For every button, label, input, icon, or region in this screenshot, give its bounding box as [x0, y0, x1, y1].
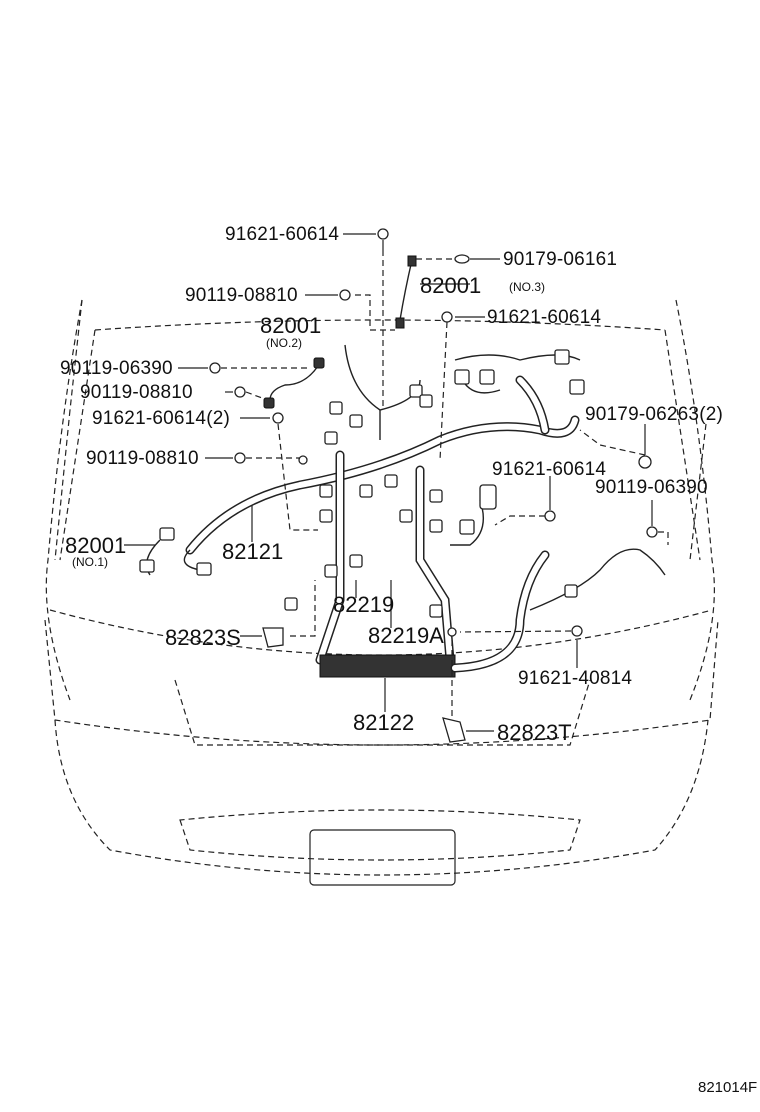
label-82001-no1: 82001: [65, 533, 126, 558]
label-82823T: 82823T: [497, 720, 572, 745]
label-91621-60614-2: 91621-60614(2): [92, 408, 230, 429]
vehicle-outline: [44, 299, 719, 886]
label-90119-06390-right: 90119-06390: [595, 477, 708, 498]
label-82001-no3-sub: (NO.3): [509, 280, 545, 294]
label-91621-40814: 91621-40814: [518, 668, 632, 689]
diagram-code: 821014F: [698, 1079, 757, 1096]
label-90119-08810-a: 90119-08810: [185, 285, 298, 306]
label-82121: 82121: [222, 539, 283, 564]
part-labels: 91621-60614 90179-06161 82001 (NO.3) 901…: [60, 224, 757, 1096]
label-91621-60614-right: 91621-60614: [492, 459, 606, 480]
label-90119-08810-b: 90119-08810: [80, 382, 193, 403]
label-82219A: 82219A: [368, 623, 444, 648]
fasteners: [209, 228, 658, 743]
label-82001-no2-sub: (NO.2): [266, 336, 302, 350]
label-82219: 82219: [333, 592, 394, 617]
label-82122: 82122: [353, 710, 414, 735]
label-90119-06390-left: 90119-06390: [60, 358, 173, 379]
label-90179-06263-2: 90179-06263(2): [585, 404, 723, 425]
cowl-harness-82122: [319, 499, 666, 678]
label-82001-no3: 82001: [420, 273, 481, 298]
label-82001-no2: 82001: [260, 313, 321, 338]
dashed-leaders: [54, 250, 707, 718]
label-82823S: 82823S: [165, 625, 241, 650]
leader-lines: [124, 233, 653, 732]
sub-harness-82001-no3: [395, 255, 417, 329]
label-90119-08810-c: 90119-08810: [86, 448, 199, 469]
engine-harness-82121: [146, 344, 581, 665]
license-plate: [309, 829, 456, 886]
label-91621-60614-top: 91621-60614: [225, 224, 339, 245]
connectors: [139, 349, 585, 618]
label-90179-06161: 90179-06161: [503, 249, 617, 270]
label-82001-no1-sub: (NO.1): [72, 555, 108, 569]
label-91621-60614-mid: 91621-60614: [487, 307, 601, 328]
sub-harness-82001-no2: [263, 357, 325, 409]
